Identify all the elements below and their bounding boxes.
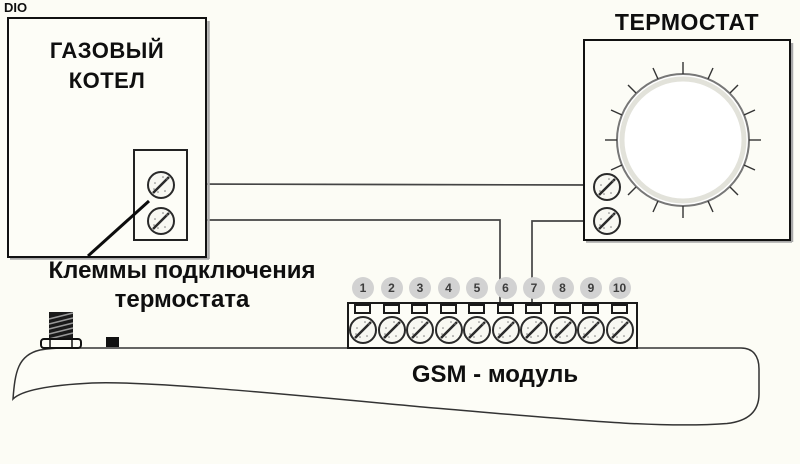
terminal-number-1: 1 [352, 277, 374, 299]
boiler-terminal-bottom [146, 206, 176, 236]
gsm-module-label: GSM - модуль [411, 361, 579, 388]
gsm-terminal-2 [377, 315, 407, 345]
terminal-number-8: 8 [551, 277, 574, 299]
terminal-number-2: 2 [380, 277, 403, 299]
thermostat-dial [605, 62, 761, 218]
terminal-number-5: 5 [466, 277, 488, 299]
terminal-callout-label: Клеммы подключения термостата [48, 257, 316, 313]
thermostat-terminal-bottom [592, 206, 622, 236]
gsm-terminal-4 [434, 315, 464, 345]
gsm-terminal-1 [348, 315, 378, 345]
gsm-terminal-slots [354, 304, 628, 314]
terminal-number-3: 3 [409, 277, 431, 299]
gsm-terminal-9 [576, 315, 606, 345]
terminal-number-4: 4 [437, 277, 460, 299]
terminal-number-7: 7 [523, 277, 545, 299]
terminal-number-9: 9 [580, 277, 602, 299]
gsm-terminal-7 [519, 315, 549, 345]
gsm-terminal-5 [462, 315, 492, 345]
gsm-terminal-3 [405, 315, 435, 345]
board-button-icon [106, 337, 119, 347]
callout-pointer-line [86, 199, 151, 258]
dial-tick-marks [605, 62, 761, 218]
gsm-terminal-10 [605, 315, 635, 345]
thermostat-title: ТЕРМОСТАТ [614, 9, 760, 35]
watermark-label: DIO [4, 0, 28, 15]
gsm-terminal-6 [491, 315, 521, 345]
boiler-title: ГАЗОВЫЙ КОТЕЛ [49, 38, 165, 93]
boiler-terminal-top [146, 170, 176, 200]
antenna-connector-icon [40, 312, 82, 349]
terminal-number-6: 6 [494, 277, 517, 299]
wire-boiler-to-thermostat [173, 183, 596, 186]
gsm-terminal-block [347, 302, 638, 349]
gsm-terminal-8 [548, 315, 578, 345]
boiler-box [7, 17, 210, 260]
terminal-number-10: 10 [608, 277, 631, 299]
thermostat-terminal-top [592, 172, 622, 202]
thermostat-box [583, 39, 794, 243]
